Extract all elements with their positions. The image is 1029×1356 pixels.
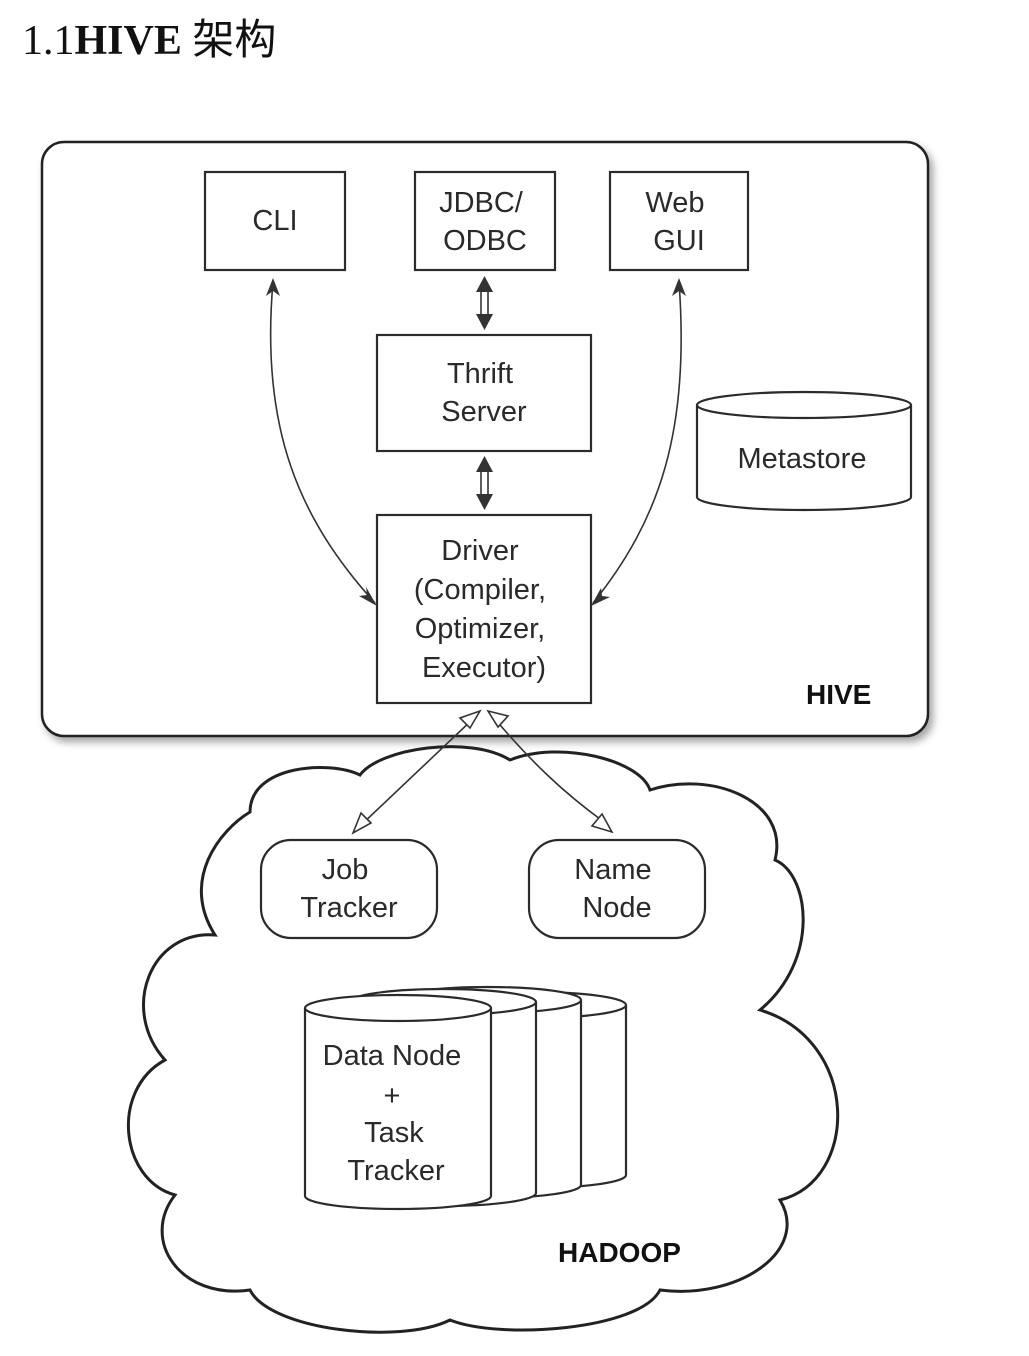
arrowhead-jobtracker <box>351 811 373 835</box>
jdbc-odbc-box <box>413 170 557 272</box>
job-tracker-label: Job Tracker <box>300 854 398 924</box>
thrift-server-label: Thrift Server <box>441 358 527 428</box>
arrowhead-driver-jt <box>458 709 482 730</box>
edge-webgui-driver <box>592 281 682 604</box>
thrift-server-box <box>375 333 593 453</box>
edge-driver-jobtracker <box>359 717 475 827</box>
driver-box <box>375 513 593 705</box>
web-gui-box <box>608 170 750 272</box>
arrowhead-driver-right <box>591 588 610 606</box>
arrowhead-driver-nn <box>486 709 510 729</box>
edge-cli-driver <box>269 281 376 604</box>
data-node-stack <box>303 985 628 1211</box>
metastore-label: Metastore <box>738 443 867 475</box>
arrowhead-driver-left <box>359 587 377 606</box>
edge-driver-namenode <box>493 717 605 823</box>
arrowhead-webgui <box>672 278 686 296</box>
job-tracker-box <box>259 838 439 940</box>
edge-jdbc-thrift <box>476 276 493 330</box>
metastore-cylinder <box>695 390 913 512</box>
page-title: 1.1HIVE 架构 <box>22 10 276 71</box>
driver-label: Driver (Compiler, Optimizer, Executor) <box>414 535 554 684</box>
section-title-bold: HIVE <box>74 18 182 64</box>
hive-region-label: HIVE <box>806 679 871 710</box>
hadoop-region-label: HADOOP <box>558 1237 681 1268</box>
edge-thrift-driver <box>476 456 493 510</box>
web-gui-label: Web GUI <box>645 187 712 257</box>
name-node-box <box>527 838 707 940</box>
cli-box <box>203 170 347 272</box>
arrowhead-cli <box>266 278 280 296</box>
arrowhead-namenode <box>590 812 614 834</box>
data-node-label: Data Node + Task Tracker <box>323 1040 470 1187</box>
jdbc-odbc-label: JDBC/ ODBC <box>439 187 531 257</box>
cli-label: CLI <box>252 205 297 237</box>
data-node-cylinder-1 <box>303 993 493 1211</box>
name-node-label: Name Node <box>574 854 659 924</box>
section-title-cjk: 架构 <box>192 15 277 64</box>
section-number: 1.1 <box>22 18 75 64</box>
